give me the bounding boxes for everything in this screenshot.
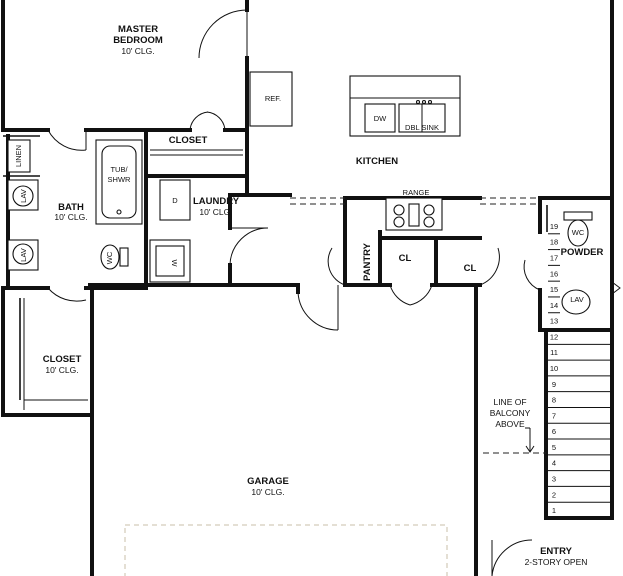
stair-number: 19	[550, 222, 558, 231]
stair-number: 5	[552, 443, 556, 452]
stair-number: 8	[552, 396, 556, 405]
laundry-name: LAUNDRY	[193, 196, 240, 207]
balcony-annotation: LINE OF BALCONY ABOVE	[490, 397, 531, 429]
entry-name: ENTRY	[540, 546, 573, 557]
ref-label: REF.	[265, 94, 281, 103]
stair-number: 6	[552, 427, 556, 436]
master-bedroom-name-1: MASTER	[118, 24, 158, 35]
stair-number: 1	[552, 506, 556, 515]
balcony-line-1: LINE OF	[493, 397, 526, 407]
stair-treads	[546, 233, 612, 519]
stair-number: 17	[550, 253, 558, 262]
fixtures	[7, 71, 593, 410]
closet-top-name: CLOSET	[169, 135, 208, 146]
stair-number: 14	[550, 301, 558, 310]
tub-label-2: SHWR	[108, 175, 131, 184]
lav-bath-top-label: LAV	[19, 189, 28, 203]
stair-number: 18	[550, 238, 558, 247]
dashed-lines	[124, 197, 546, 576]
stair-number: 2	[552, 490, 556, 499]
stair-number: 4	[552, 459, 556, 468]
kitchen-name: KITCHEN	[356, 156, 398, 167]
linen-label: LINEN	[14, 145, 23, 167]
stair-number: 10	[550, 364, 558, 373]
garage-ceiling: 10' CLG.	[251, 487, 284, 497]
balcony-arrow-icon	[525, 427, 535, 453]
stair-number: 12	[550, 332, 558, 341]
entry-note: 2-STORY OPEN	[525, 557, 588, 567]
closet-left-ceiling: 10' CLG.	[45, 365, 78, 375]
range-label: RANGE	[403, 188, 430, 197]
stair-number: 7	[552, 411, 556, 420]
cl-1-name: CL	[399, 253, 412, 264]
master-bedroom-ceiling: 10' CLG.	[121, 46, 154, 56]
powder-name: POWDER	[561, 247, 604, 258]
laundry-ceiling: 10' CLG.	[199, 207, 232, 217]
stair-number: 13	[550, 317, 558, 326]
doors	[47, 9, 541, 576]
wc-bath-label: WC	[105, 251, 114, 264]
stair-number: 3	[552, 475, 556, 484]
balcony-line-2: BALCONY	[490, 408, 531, 418]
dw-label: DW	[374, 114, 387, 123]
exterior-marker-icon	[611, 281, 621, 295]
washer-label: W	[170, 259, 179, 267]
lav-powder-label: LAV	[570, 295, 584, 304]
fixture-labels: REF. DW DBL SINK RANGE LINEN TUB/ SHWR L…	[14, 94, 585, 304]
stair-number: 15	[550, 285, 558, 294]
pantry-name: PANTRY	[362, 242, 373, 281]
master-bedroom-name-2: BEDROOM	[113, 35, 163, 46]
room-labels: MASTER BEDROOM 10' CLG. CLOSET KITCHEN B…	[43, 24, 604, 567]
dbl-sink-label: DBL SINK	[405, 123, 439, 132]
stair-number: 16	[550, 269, 558, 278]
dryer-label: D	[172, 196, 178, 205]
tub-label-1: TUB/	[110, 165, 128, 174]
wc-powder-label: WC	[572, 228, 585, 237]
cl-2-name: CL	[464, 263, 477, 274]
bath-ceiling: 10' CLG.	[54, 212, 87, 222]
closet-left-name: CLOSET	[43, 354, 82, 365]
stair-number: 9	[552, 380, 556, 389]
bath-name: BATH	[58, 202, 84, 213]
stair-number: 11	[550, 348, 558, 357]
stair-numbers: 19 18 17 16 15 14 13 12 11 10 9 8 7 6 5 4 3 2 1	[550, 222, 558, 515]
garage-name: GARAGE	[247, 476, 289, 487]
lav-bath-bottom-label: LAV	[19, 248, 28, 262]
balcony-line-3: ABOVE	[495, 419, 525, 429]
